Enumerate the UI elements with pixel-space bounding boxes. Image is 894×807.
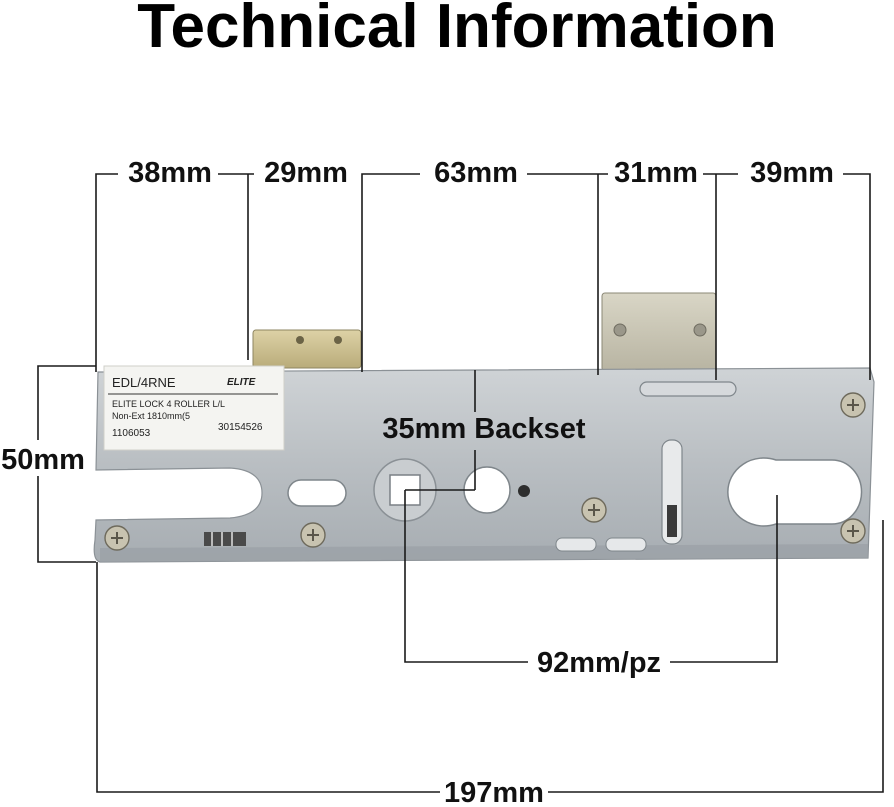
label-number-1: 1106053 xyxy=(112,428,151,439)
label-code: EDL/4RNE xyxy=(112,375,176,390)
dim-39mm: 39mm xyxy=(750,157,834,189)
page-title: Technical Information xyxy=(137,0,777,61)
dimension-lines xyxy=(37,173,884,793)
dim-38mm: 38mm xyxy=(128,157,212,189)
label-brand: ELITE xyxy=(227,377,256,388)
label-line2: Non-Ext 1810mm(5 xyxy=(112,411,190,421)
dim-29mm: 29mm xyxy=(264,157,348,189)
dim-centres-92mm: 92mm/pz xyxy=(537,647,661,679)
dim-backset-35mm: 35mm Backset xyxy=(382,413,585,445)
label-line1: ELITE LOCK 4 ROLLER L/L xyxy=(112,399,225,409)
lock-case-image: EDL/4RNE ELITE ELITE LOCK 4 ROLLER L/L N… xyxy=(93,292,875,563)
dim-31mm: 31mm xyxy=(614,157,698,189)
dim-height-50mm: 50mm xyxy=(1,444,85,476)
dim-overall-197mm: 197mm xyxy=(444,777,544,807)
dim-63mm: 63mm xyxy=(434,157,518,189)
label-number-2: 30154526 xyxy=(218,422,263,433)
